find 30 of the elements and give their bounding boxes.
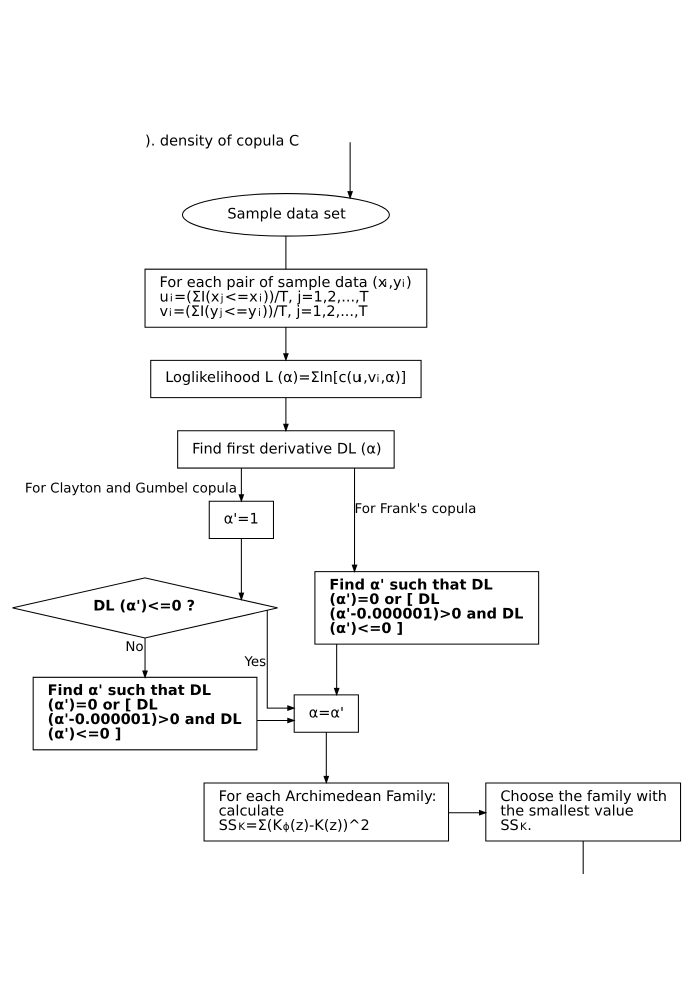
edge-label: Yes [244, 654, 266, 670]
edge-label: No [125, 640, 144, 655]
arrow [238, 538, 244, 601]
node-box: For each pair of sample data (xi,yi) ui=(ΣI(xj<=xi))/T, j=1,2,...,T vi=(ΣI(yj<=yi))/T, j=1,2,...,T [144, 268, 428, 328]
arrow [352, 468, 358, 573]
node-box: Loglikelihood L (α)=Σln[c(ui,vi,α)] [150, 360, 422, 398]
connector [582, 841, 584, 874]
arrow [238, 468, 244, 502]
arrow [283, 398, 289, 432]
node-box: Find α' such that DL (α')=0 or [ DL (α'-0.000001)>0 and DL (α')<=0 ] [32, 676, 258, 750]
arrow [266, 610, 296, 711]
node-box: Choose the family with the smallest value SSK. [485, 782, 682, 842]
arrow [323, 732, 330, 784]
node-diamond: DL (α')<=0 ? [12, 577, 278, 638]
node-box: Find first derivative DL (α) [177, 430, 395, 469]
arrow [334, 644, 340, 696]
node-box: α=α' [294, 694, 359, 733]
arrow [257, 718, 296, 724]
arrow [347, 142, 354, 200]
arrow [283, 327, 289, 362]
label: ). density of copula C [145, 134, 300, 150]
node-ellipse: Sample data set [182, 193, 390, 237]
edge-label: For Frank's copula [354, 502, 476, 517]
arrow [448, 810, 488, 816]
node-box: α'=1 [208, 500, 274, 540]
node-box: For each Archimedean Family: calculate SSK=Σ(Kϕ(z)-K(z))^2 [204, 782, 450, 842]
edge-label: For Clayton and Gumbel copula [24, 481, 237, 496]
arrow [142, 638, 148, 679]
node-box: Find α' such that DL (α')=0 or [ DL (α'-0.000001)>0 and DL (α')<=0 ] [314, 571, 540, 645]
connector [285, 236, 286, 269]
